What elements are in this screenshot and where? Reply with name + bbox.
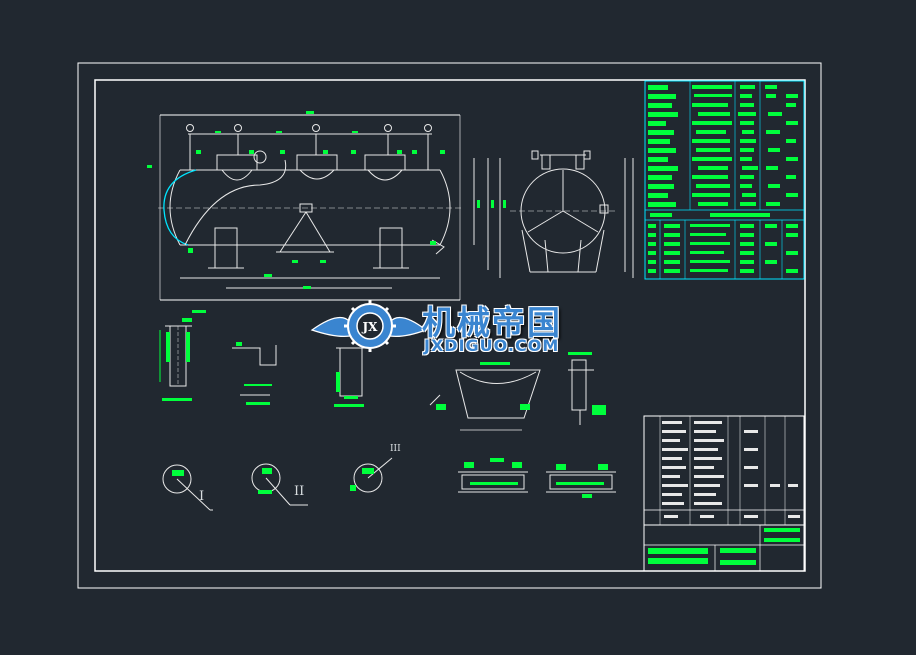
- detail-label-1: I: [199, 489, 205, 504]
- vessel-elevation-view: [158, 114, 501, 301]
- watermark-subtitle: JXDIGUO.COM: [424, 336, 560, 355]
- elevation-annotations: [147, 111, 506, 289]
- detail-label-3: III: [390, 444, 401, 454]
- design-data-table: [644, 80, 805, 280]
- detail-label-2: II: [294, 484, 305, 499]
- watermark-title: 机械帝国: [422, 303, 562, 342]
- watermark: 机械帝国 JXDIGUO.COM: [310, 296, 610, 360]
- detail-annotations: [162, 310, 608, 498]
- bill-of-materials-table: [643, 415, 805, 572]
- vessel-end-view: [510, 150, 634, 278]
- watermark-logo-letters: JX: [362, 320, 379, 334]
- watermark-emblem: JX: [310, 300, 428, 352]
- drawing-outer-border: [77, 62, 822, 589]
- drawing-inner-border: [94, 79, 806, 572]
